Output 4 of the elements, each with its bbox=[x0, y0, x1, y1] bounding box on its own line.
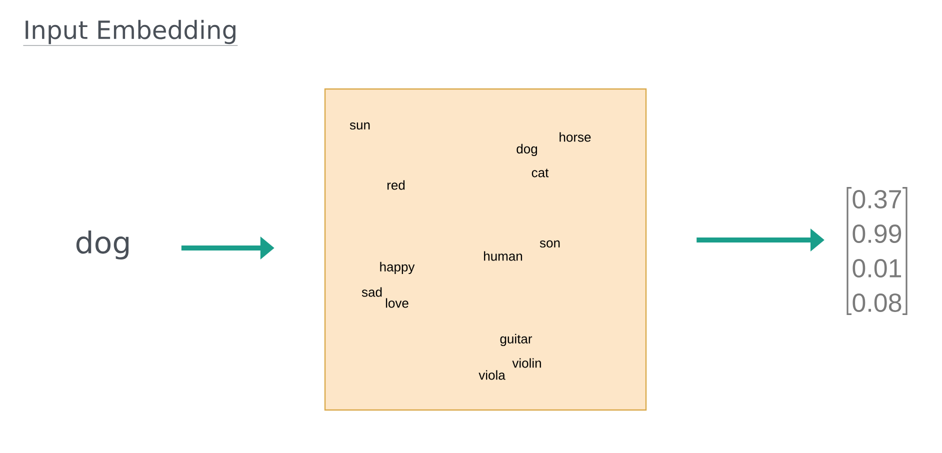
vector-matrix: 0.37 0.99 0.01 0.08 bbox=[846, 187, 908, 315]
title: Input Embedding bbox=[23, 20, 238, 46]
word-label: dog bbox=[76, 230, 129, 260]
embedding-space-box: sun horse dog cat red son human happy sad love guitar violin viola bbox=[324, 88, 647, 411]
